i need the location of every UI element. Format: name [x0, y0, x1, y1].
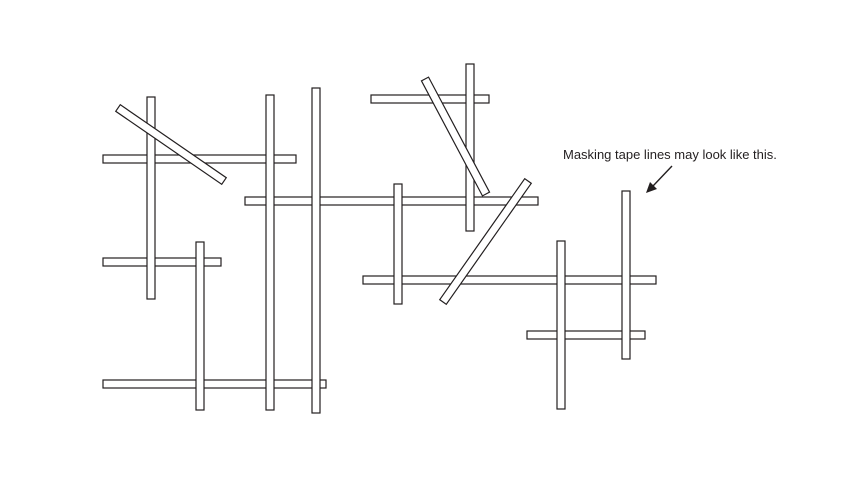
tape-strip	[244, 196, 539, 206]
tape-strip	[621, 190, 631, 360]
tape-strip	[362, 275, 657, 285]
tape-strip	[146, 96, 156, 300]
tape-strip	[195, 241, 205, 411]
tape-strip	[465, 63, 475, 232]
tape-strip	[114, 103, 228, 186]
tape-strip	[265, 94, 275, 411]
tape-strip	[526, 330, 646, 340]
tape-strip	[102, 379, 327, 389]
tape-strips	[102, 63, 657, 414]
tape-strip	[311, 87, 321, 414]
tape-strip	[393, 183, 403, 305]
tape-strip	[420, 76, 491, 197]
tape-strip	[438, 177, 533, 306]
tape-strip	[556, 240, 566, 410]
caption-arrow-head	[646, 182, 657, 193]
tape-strip	[102, 257, 222, 267]
diagram-caption: Masking tape lines may look like this.	[563, 147, 777, 162]
caption-arrow	[646, 165, 673, 193]
caption-arrow-shaft	[652, 165, 673, 187]
